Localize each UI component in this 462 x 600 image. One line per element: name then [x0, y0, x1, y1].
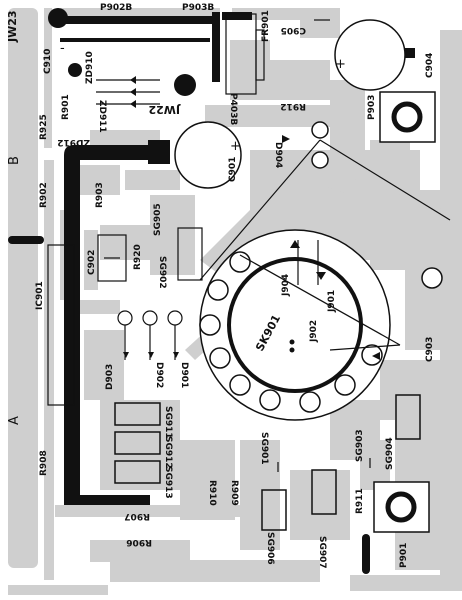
- sg912-label: SG912: [163, 436, 173, 469]
- c903-label: C903: [425, 337, 435, 362]
- jumper-jw23-label: JW23: [6, 10, 19, 43]
- sg906-label: SG906: [265, 532, 275, 565]
- sg911-label: SG911: [163, 406, 173, 439]
- sg903-label: SG903: [355, 429, 365, 462]
- d902-label: D902: [154, 362, 164, 388]
- sg902-label: SG902: [157, 256, 167, 289]
- capacitor-c904: [334, 19, 415, 91]
- r911-label: R911: [355, 488, 365, 514]
- c904-plus-label: +: [335, 57, 346, 72]
- c910-minus-label: -: [60, 41, 65, 56]
- r912-label: R912: [280, 101, 306, 111]
- jumper-jw22-label: JW22: [148, 103, 181, 116]
- socket-sk901: [199, 121, 443, 421]
- sg904-label: SG904: [385, 437, 395, 470]
- r909-label: R909: [229, 480, 239, 506]
- r906-label: R906: [126, 537, 152, 547]
- c910-label: C910: [43, 49, 53, 74]
- pad-p903b-label: P903B: [182, 3, 214, 13]
- p901-label: P901: [399, 543, 409, 568]
- j902-label: J902: [309, 320, 319, 343]
- zone-label-a: A: [7, 416, 22, 425]
- d901-label: D901: [179, 362, 189, 388]
- sg913-label: SG913: [163, 466, 173, 499]
- r901-label: R901: [61, 94, 71, 120]
- zone-label-b: B: [7, 156, 22, 165]
- d903-label: D903: [105, 364, 115, 390]
- j904-label: J904: [281, 274, 291, 297]
- zd910-label: ZD910: [85, 51, 95, 84]
- zd912-label: ZD912: [57, 137, 90, 147]
- sg905-label: SG905: [153, 203, 163, 236]
- sg901-label: SG901: [259, 432, 269, 465]
- zd911-label: ZD911: [97, 100, 107, 133]
- r908-label: R908: [39, 450, 49, 476]
- r907-label: R907: [124, 511, 150, 521]
- c902-label: C902: [87, 250, 97, 275]
- pads: [48, 8, 436, 533]
- r902-label: R902: [39, 182, 49, 208]
- r910-label: R910: [207, 480, 217, 506]
- p903-label: P903: [367, 95, 377, 120]
- r920-label: R920: [133, 244, 143, 270]
- c901-label: C901: [228, 157, 238, 182]
- pad-p902b-label: P902B: [100, 3, 132, 13]
- ic901-label: IC901: [35, 281, 45, 310]
- sg907-label: SG907: [317, 536, 327, 569]
- capacitor-c901: [174, 121, 242, 189]
- component-outlines: [47, 13, 451, 531]
- board-labels: A B JW23 JW22 P902B P903B P403B FR901 SK…: [6, 3, 435, 569]
- j901-label: J901: [327, 290, 337, 313]
- r925-label: R925: [39, 114, 49, 140]
- main-ground-trace: [8, 12, 370, 574]
- c904-label: C904: [425, 53, 435, 78]
- c905-label: C905: [281, 25, 306, 35]
- d904-label: D904: [273, 142, 283, 168]
- fuse-fr901-label: FR901: [261, 10, 271, 42]
- pad-p403b-label: P403B: [228, 93, 238, 125]
- c901-plus-label: +: [230, 139, 241, 154]
- diode-symbols: [123, 76, 380, 360]
- r903-label: R903: [95, 182, 105, 208]
